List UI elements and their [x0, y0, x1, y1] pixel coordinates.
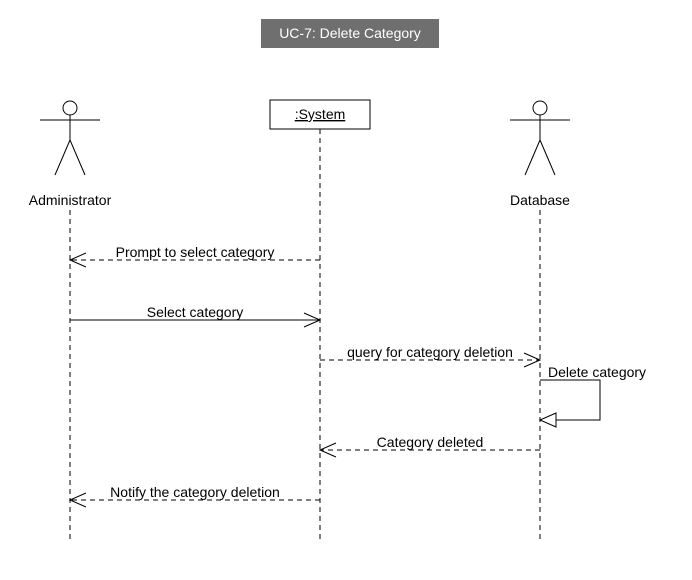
message-label: Prompt to select category [116, 244, 275, 260]
participant-database: Database [510, 100, 570, 540]
message-label: query for category deletion [347, 344, 513, 360]
hollow-arrowhead-icon [538, 412, 557, 428]
message-query-category-deletion: query for category deletion [320, 344, 542, 368]
participant-label-system: :System [295, 106, 346, 122]
message-label: Notify the category deletion [110, 484, 280, 500]
message-prompt-select-category: Prompt to select category [68, 244, 320, 268]
message-notify-category-deletion: Notify the category deletion [68, 484, 320, 508]
participant-label-database: Database [510, 192, 570, 208]
message-label: Category deleted [377, 434, 484, 450]
open-arrowhead-icon [303, 312, 322, 328]
message-label: Delete category [548, 364, 646, 380]
participant-label-administrator: Administrator [29, 192, 112, 208]
participant-administrator: Administrator [29, 100, 112, 540]
open-arrowhead-icon [68, 492, 87, 508]
message-select-category: Select category [70, 304, 322, 328]
title-box [261, 19, 439, 48]
stick-figure-icon [510, 100, 570, 176]
open-arrowhead-icon [523, 352, 542, 368]
diagram-title: UC-7: Delete Category [261, 19, 439, 48]
self-message-line [540, 379, 601, 421]
title-text: UC-7: Delete Category [279, 25, 421, 41]
participant-system: :System [269, 99, 371, 540]
stick-figure-icon [40, 100, 100, 176]
open-arrowhead-icon [68, 252, 87, 268]
message-delete-category-self: Delete category [538, 364, 646, 428]
open-arrowhead-icon [318, 442, 337, 458]
message-category-deleted: Category deleted [318, 434, 540, 458]
message-label: Select category [147, 304, 244, 320]
